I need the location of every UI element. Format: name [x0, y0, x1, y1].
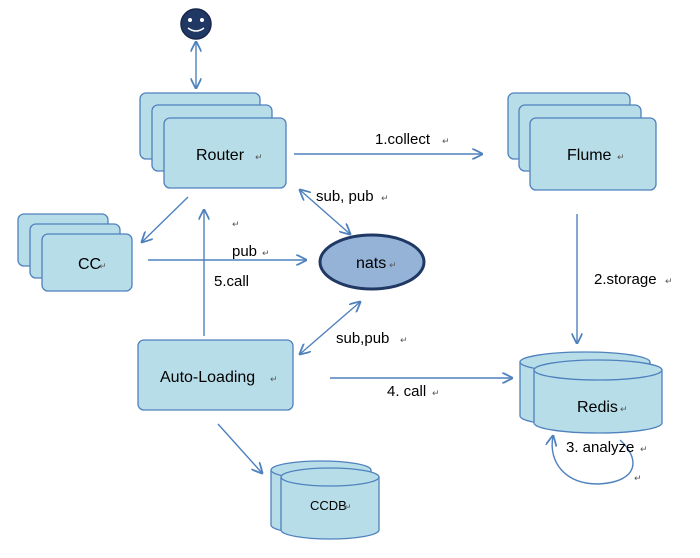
svg-text:↵: ↵ [255, 153, 263, 163]
redis-node: Redis ↵ [519, 351, 663, 434]
flume-label: Flume [567, 147, 612, 164]
router-node: Router ↵ [139, 92, 287, 189]
svg-text:↵: ↵ [432, 389, 440, 399]
redis-label: Redis [577, 399, 618, 416]
router-cc-arrow [142, 196, 189, 242]
svg-text:↵: ↵ [400, 336, 408, 346]
svg-text:↵: ↵ [442, 137, 450, 147]
svg-text:↵: ↵ [389, 261, 397, 271]
cc-label: CC [78, 256, 101, 273]
nats-node: nats ↵ [318, 233, 426, 291]
cc-nats-label: pub [232, 243, 257, 260]
auto-nats-arrow [300, 302, 360, 354]
auto-loading-label: Auto-Loading [160, 369, 255, 386]
storage-label: 2.storage [594, 271, 657, 288]
auto-nats-label: sub,pub [336, 330, 389, 347]
router-nats-arrow [300, 190, 350, 234]
auto-loading-node: Auto-Loading ↵ [137, 339, 294, 411]
call-router-label: 5.call [214, 273, 249, 290]
cc-node: CC ↵ [17, 213, 133, 292]
ccdb-node: CCDB ↵ [270, 460, 380, 540]
svg-text:↵: ↵ [640, 445, 648, 455]
collect-label: 1.collect [375, 131, 431, 148]
svg-text:↵: ↵ [344, 503, 352, 513]
ccdb-label: CCDB [310, 498, 347, 513]
analyze-label: 3. analyze [566, 439, 634, 456]
edge-labels: 1.collect ↵ 2.storage ↵ 3. analyze ↵ 4. … [214, 131, 673, 484]
smiley-face-icon [180, 8, 212, 40]
router-label: Router [196, 147, 245, 164]
svg-text:↵: ↵ [99, 262, 107, 272]
router-nats-label: sub, pub [316, 188, 374, 205]
edges [142, 42, 634, 485]
auto-ccdb-arrow [217, 423, 262, 473]
svg-text:↵: ↵ [617, 153, 625, 163]
nats-label: nats [356, 255, 386, 272]
call-redis-label: 4. call [387, 383, 426, 400]
svg-text:↵: ↵ [232, 220, 240, 230]
flume-node: Flume ↵ [507, 92, 657, 191]
svg-text:↵: ↵ [620, 405, 628, 415]
svg-text:↵: ↵ [270, 375, 278, 385]
svg-text:↵: ↵ [262, 249, 270, 259]
analyze-loop-arrow [552, 436, 634, 485]
svg-text:↵: ↵ [634, 474, 642, 484]
svg-text:↵: ↵ [665, 277, 673, 287]
svg-text:↵: ↵ [381, 194, 389, 204]
